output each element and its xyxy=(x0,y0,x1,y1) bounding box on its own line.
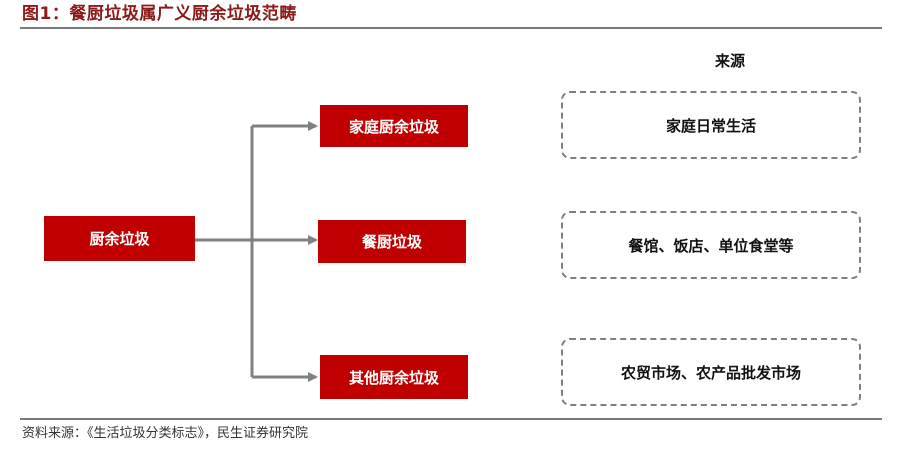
root-node-kitchen-waste: 厨余垃圾 xyxy=(44,216,195,261)
source-household: 家庭日常生活 xyxy=(561,91,861,159)
title-divider xyxy=(20,27,882,29)
figure-title: 图1：餐厨垃圾属广义厨余垃圾范畴 xyxy=(22,4,297,24)
source-column-heading: 来源 xyxy=(714,52,745,70)
category-other-kitchen-waste: 其他厨余垃圾 xyxy=(320,355,468,399)
category-catering-waste: 餐厨垃圾 xyxy=(318,220,466,263)
footer-divider xyxy=(20,418,882,420)
source-note: 资料来源：《生活垃圾分类标志》，民生证券研究院 xyxy=(22,426,309,441)
category-household-kitchen-waste: 家庭厨余垃圾 xyxy=(320,105,468,147)
source-catering: 餐馆、饭店、单位食堂等 xyxy=(561,211,861,279)
source-other: 农贸市场、农产品批发市场 xyxy=(561,338,861,406)
